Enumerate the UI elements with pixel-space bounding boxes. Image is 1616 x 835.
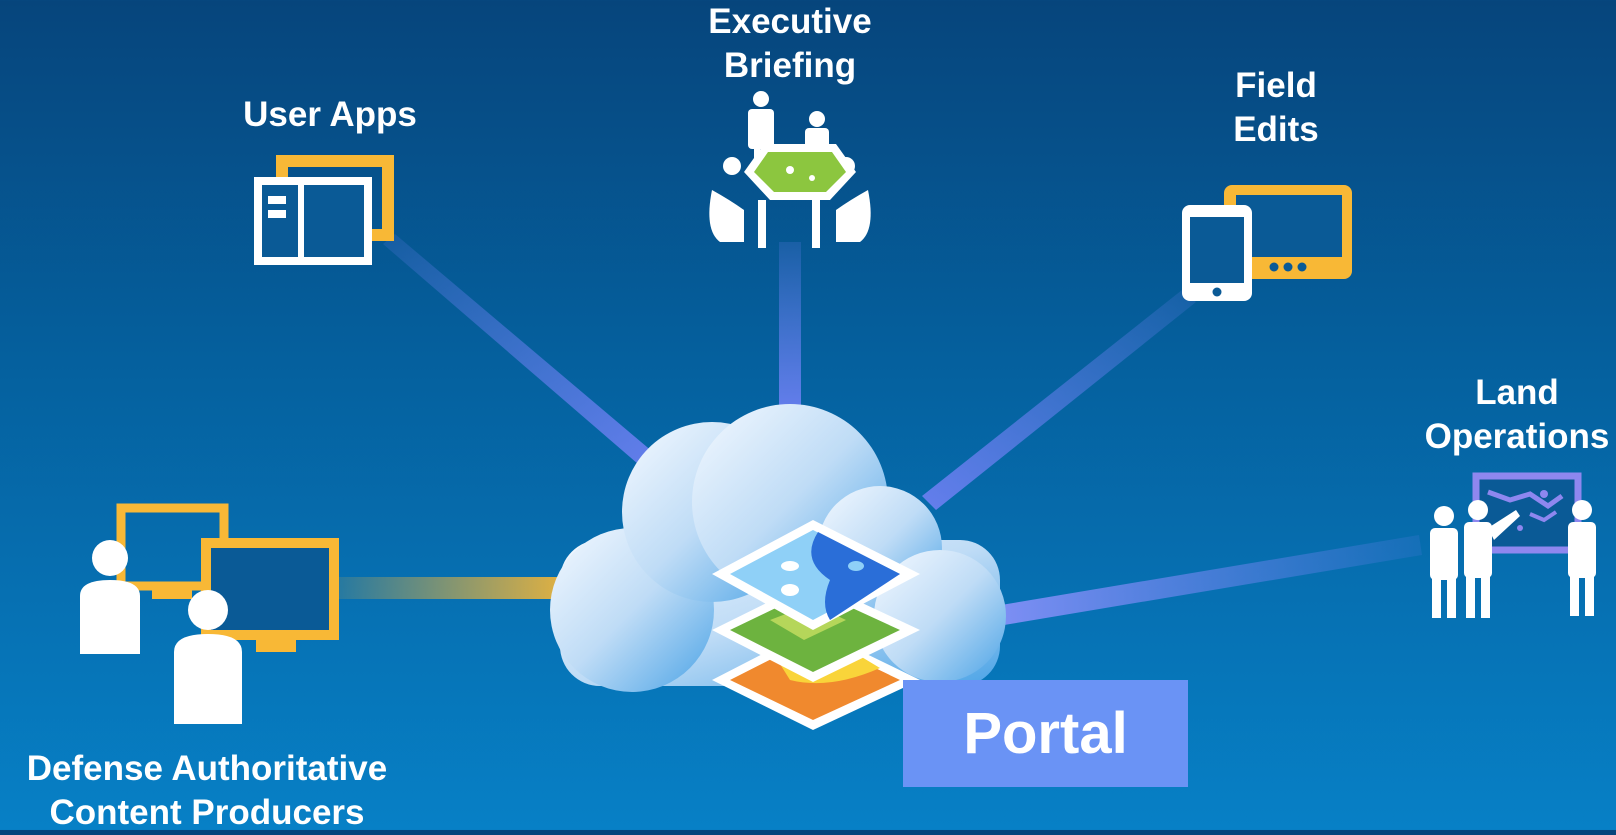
node-label-line: Edits	[1233, 110, 1319, 149]
node-label-user-apps: User Apps	[230, 93, 430, 137]
users-computers-icon	[80, 503, 339, 724]
node-label-line: Briefing	[723, 46, 857, 85]
node-label-line: Defense Authoritative	[26, 749, 388, 788]
team-map-board-icon	[1430, 472, 1596, 618]
node-label-field-edits: Field Edits	[1176, 64, 1376, 152]
node-label-line: Content Producers	[49, 793, 365, 832]
connector-land-operations	[995, 535, 1422, 626]
node-label-line: Operations	[1424, 417, 1610, 456]
connector-user-apps	[383, 234, 660, 470]
connector-field-edits	[922, 290, 1196, 510]
node-label-line: Field	[1235, 66, 1317, 105]
node-label-defense-producers: Defense Authoritative Content Producers	[0, 747, 414, 835]
connector-executive-briefing	[779, 242, 801, 412]
meeting-table-icon	[709, 91, 871, 248]
app-windows-icon	[254, 155, 394, 265]
portal-label: Portal	[963, 701, 1128, 766]
node-label-line: User Apps	[243, 95, 417, 134]
connectors	[300, 234, 1422, 626]
node-label-line: Executive	[708, 2, 872, 41]
map-layers-icon	[712, 520, 920, 730]
node-label-land-operations: Land Operations	[1402, 371, 1616, 459]
phone-tablet-icon	[1182, 185, 1352, 301]
connector-defense-producers	[300, 577, 562, 599]
portal-label-box: Portal	[903, 680, 1188, 787]
node-label-line: Land	[1475, 373, 1559, 412]
node-label-executive-briefing: Executive Briefing	[690, 0, 890, 88]
